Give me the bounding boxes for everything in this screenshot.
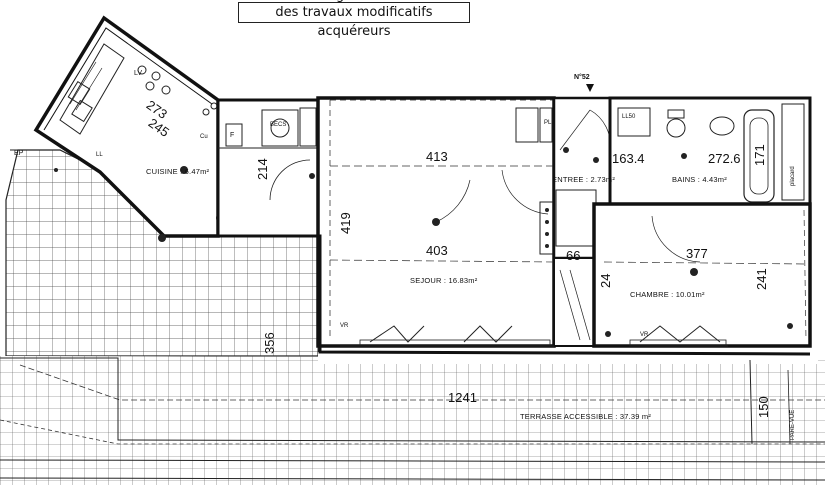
dim-entree-width: 163.4 bbox=[612, 151, 645, 166]
kitchen-counter bbox=[59, 43, 125, 135]
placard-label: placard bbox=[790, 166, 796, 186]
room-chambre: CHAMBRE : 10.01m² bbox=[630, 290, 705, 299]
room-entree: ENTREE : 2.73m² bbox=[552, 175, 616, 184]
vr-label-right: VR bbox=[640, 332, 649, 338]
utility-room bbox=[216, 98, 320, 238]
dim-terrace-right: 150 bbox=[756, 396, 771, 418]
ll-label: LL bbox=[96, 152, 103, 158]
lv-label: LV bbox=[134, 70, 143, 77]
dim-terrace-height: 356 bbox=[262, 332, 277, 354]
header-note: des travaux modificatifs acquéreurs bbox=[238, 2, 470, 39]
boiler-label: BECS bbox=[270, 122, 287, 128]
room-terrasse: TERRASSE ACCESSIBLE : 37.39 m² bbox=[520, 412, 652, 421]
lot-number: N°52 bbox=[574, 74, 590, 81]
cu-label: Cu bbox=[200, 134, 208, 140]
dim-cupboard-height: 24 bbox=[598, 273, 613, 288]
dim-sejour-bottom: 403 bbox=[426, 243, 448, 258]
chambre-walls bbox=[592, 202, 812, 348]
header-note-top: g bbox=[336, 0, 344, 3]
ep-label: EP bbox=[14, 150, 24, 157]
ll50-label: LL50 bbox=[622, 114, 636, 120]
room-cuisine: CUISINE : 6.47m² bbox=[146, 167, 210, 176]
entry-arrow bbox=[586, 84, 594, 92]
bathtub bbox=[743, 109, 775, 203]
room-bains: BAINS : 4.43m² bbox=[672, 175, 727, 184]
dim-terrace-width: 1241 bbox=[448, 390, 477, 405]
dim-chambre-width: 377 bbox=[686, 246, 708, 261]
terrace-bottom-tiles bbox=[0, 356, 825, 485]
pl-label: PL bbox=[544, 120, 552, 126]
dim-chambre-height: 241 bbox=[754, 268, 769, 290]
dim-bains-height: 171 bbox=[752, 144, 767, 166]
dim-sejour-top: 413 bbox=[426, 149, 448, 164]
frigo-label: F bbox=[230, 132, 235, 139]
dim-kitchen-vert: 214 bbox=[255, 158, 270, 180]
dim-cupboard-width: 66 bbox=[566, 248, 581, 263]
vr-label-left: VR bbox=[340, 323, 349, 329]
pare-vue-label: PARE-VUE bbox=[790, 409, 796, 440]
dim-sejour-height: 419 bbox=[338, 212, 353, 234]
room-sejour: SEJOUR : 16.83m² bbox=[410, 276, 478, 285]
dim-bains-width: 272.6 bbox=[708, 151, 741, 166]
